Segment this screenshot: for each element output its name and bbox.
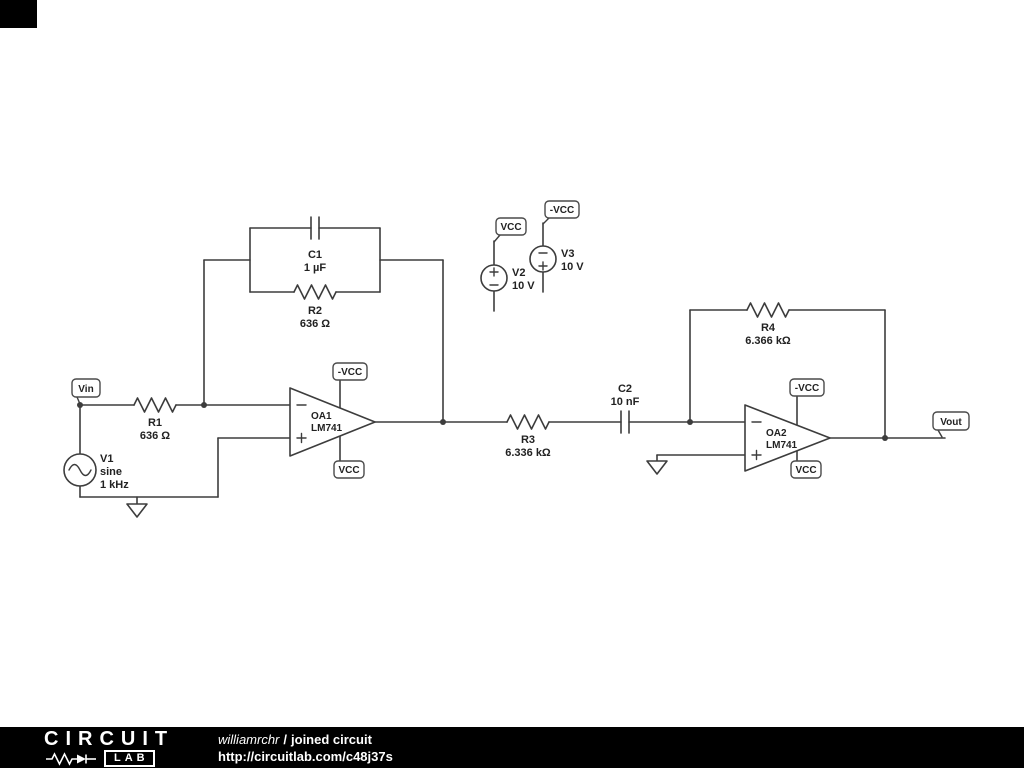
flag-box	[71, 378, 101, 398]
r2-value: 636 Ω	[300, 318, 330, 330]
flag-box	[544, 200, 580, 219]
component-r4-resistor[interactable]: R4 6.366 kΩ	[745, 302, 791, 347]
junction-dot	[77, 402, 83, 408]
component-oa2-opamp[interactable]: OA2 LM741	[744, 404, 831, 472]
flag-box	[332, 362, 368, 381]
component-oa1-opamp[interactable]: OA1 LM741	[289, 387, 376, 457]
v3-value: 10 V	[561, 261, 584, 273]
flag-box	[495, 217, 527, 236]
r3-value: 6.336 kΩ	[505, 447, 551, 459]
r4-value: 6.366 kΩ	[745, 335, 791, 347]
schematic-canvas: V1 sine 1 kHz R1 636 Ω C1 1 µF R2 636 Ω …	[63, 200, 970, 518]
junction-dot	[687, 419, 693, 425]
flag-tail	[542, 217, 550, 225]
r1-name: R1	[148, 417, 162, 429]
flag-tail	[76, 396, 81, 405]
v1-name: V1	[100, 453, 113, 465]
flag-box	[790, 460, 822, 479]
oa2-model: LM741	[766, 440, 798, 451]
flag-tail	[937, 429, 943, 438]
net-flag-neg-vcc-v3[interactable]: -VCC	[542, 200, 580, 225]
junction-dots	[77, 402, 888, 441]
c1-name: C1	[308, 249, 322, 261]
vcc-label: VCC	[338, 465, 359, 476]
net-flag-vout[interactable]: Vout	[932, 411, 970, 438]
author-name: williamrchr	[218, 732, 280, 747]
opamp-triangle-icon	[744, 404, 831, 472]
r2-name: R2	[308, 305, 322, 317]
sine-wave-icon	[68, 463, 92, 477]
footer-bar: CIRCUIT LAB williamrchr/joined circuit h…	[0, 727, 1024, 768]
component-v1-sine-source[interactable]: V1 sine 1 kHz	[63, 453, 129, 491]
v1-value: 1 kHz	[100, 479, 129, 491]
oa1-name: OA1	[311, 411, 332, 422]
circuitlab-logo: CIRCUIT LAB	[44, 729, 174, 767]
component-r2-resistor[interactable]: R2 636 Ω	[293, 284, 337, 330]
r1-value: 636 Ω	[140, 430, 170, 442]
component-c1-capacitor[interactable]: C1 1 µF	[304, 216, 327, 274]
title-separator: /	[283, 732, 288, 747]
circuit-title: joined circuit	[291, 732, 372, 747]
v1-type: sine	[100, 466, 122, 478]
resistor-diode-icon	[46, 751, 96, 766]
v2-name: V2	[512, 267, 525, 279]
component-r3-resistor[interactable]: R3 6.336 kΩ	[505, 414, 551, 459]
vcc-label: VCC	[500, 222, 521, 233]
opamp-triangle-icon	[289, 387, 376, 457]
flag-box	[789, 378, 825, 397]
net-flag-vcc-oa2[interactable]: VCC	[790, 460, 822, 479]
vin-label: Vin	[78, 384, 93, 395]
resistor-zigzag-icon	[133, 397, 177, 413]
c2-value: 10 nF	[611, 396, 640, 408]
neg-vcc-label: -VCC	[550, 205, 574, 216]
corner-mark	[0, 0, 37, 28]
ground-symbol[interactable]	[126, 503, 148, 518]
v2-value: 10 V	[512, 280, 535, 292]
oa2-name: OA2	[766, 428, 787, 439]
r3-name: R3	[521, 434, 535, 446]
v3-name: V3	[561, 248, 574, 260]
component-v3-dc-source[interactable]: V3 10 V	[529, 245, 584, 273]
component-v2-dc-source[interactable]: V2 10 V	[480, 264, 535, 292]
vcc-label: VCC	[795, 465, 816, 476]
c2-name: C2	[618, 383, 632, 395]
junction-dot	[201, 402, 207, 408]
oa1-model: LM741	[311, 423, 343, 434]
component-c2-capacitor[interactable]: C2 10 nF	[611, 383, 640, 434]
flag-tail	[493, 234, 501, 243]
ground-triangle-icon	[126, 503, 148, 518]
ground-triangle-icon	[646, 460, 668, 475]
r4-name: R4	[761, 322, 776, 334]
junction-dot	[882, 435, 888, 441]
neg-vcc-label: -VCC	[338, 367, 362, 378]
logo-text-circuit: CIRCUIT	[44, 728, 175, 750]
circuit-url: http://circuitlab.com/c48j37s	[218, 749, 393, 764]
source-circle-icon	[529, 245, 557, 273]
net-flag-vin[interactable]: Vin	[71, 378, 101, 405]
net-flag-neg-vcc-oa1[interactable]: -VCC	[332, 362, 368, 381]
c1-value: 1 µF	[304, 262, 327, 274]
ground-symbol[interactable]	[646, 460, 668, 475]
junction-dot	[440, 419, 446, 425]
wires	[79, 222, 946, 505]
neg-vcc-label: -VCC	[795, 383, 819, 394]
net-flag-vcc-v2[interactable]: VCC	[493, 217, 527, 243]
net-flag-neg-vcc-oa2[interactable]: -VCC	[789, 378, 825, 397]
flag-box	[932, 411, 970, 431]
net-flag-vcc-oa1[interactable]: VCC	[333, 460, 365, 479]
resistor-zigzag-icon	[506, 414, 550, 430]
logo-text-lab: LAB	[104, 750, 155, 767]
component-r1-resistor[interactable]: R1 636 Ω	[133, 397, 177, 442]
resistor-zigzag-icon	[293, 284, 337, 300]
footer-text: williamrchr/joined circuit http://circui…	[218, 731, 393, 765]
source-circle-icon	[480, 264, 508, 292]
resistor-zigzag-icon	[746, 302, 790, 318]
vout-label: Vout	[940, 417, 962, 428]
flag-box	[333, 460, 365, 479]
